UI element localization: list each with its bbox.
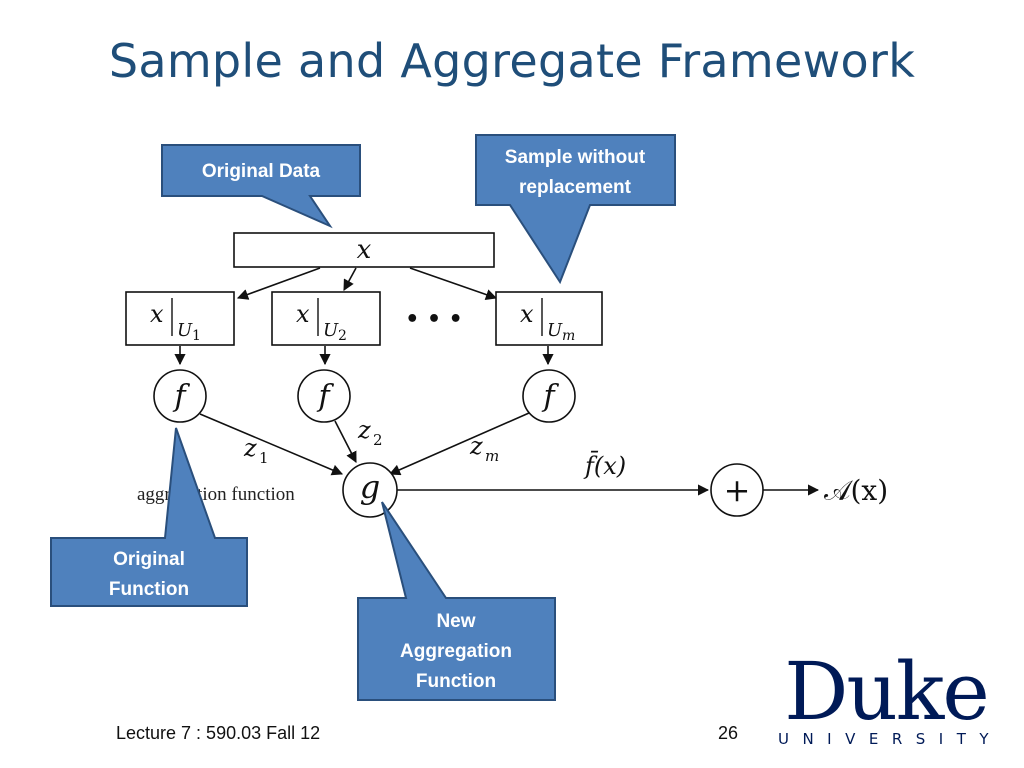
duke-university-logo: Duke UNIVERSITY bbox=[768, 645, 1004, 749]
subset-box-m: x U m bbox=[495, 291, 603, 346]
output-label-zm: z m bbox=[469, 432, 499, 465]
callout-original-function: Original Function bbox=[50, 427, 248, 607]
svg-text:z: z bbox=[357, 416, 371, 444]
svg-text:x: x bbox=[520, 300, 534, 328]
svg-text:Aggregation: Aggregation bbox=[400, 641, 512, 662]
output-label-z2: z 2 bbox=[357, 416, 383, 449]
svg-text:Sample without: Sample without bbox=[505, 147, 646, 168]
svg-text:+: + bbox=[724, 471, 751, 509]
aggregate-output-label: f̄(x) bbox=[583, 451, 626, 480]
slide-title: Sample and Aggregate Framework bbox=[108, 34, 916, 88]
svg-text:Function: Function bbox=[416, 671, 496, 692]
duke-logo-subtitle: UNIVERSITY bbox=[777, 730, 1003, 748]
input-data-box: x bbox=[233, 232, 495, 268]
subset-box-1: x U 1 bbox=[125, 291, 235, 346]
callout-sample-without-replacement: Sample without replacement bbox=[475, 134, 676, 285]
callout-original-data: Original Data bbox=[161, 144, 361, 229]
function-node-m: f bbox=[522, 369, 576, 423]
svg-text:1: 1 bbox=[192, 328, 201, 344]
function-node-2: f bbox=[297, 369, 351, 423]
svg-text:U: U bbox=[177, 320, 193, 341]
svg-text:x: x bbox=[150, 300, 164, 328]
footer-lecture: Lecture 7 : 590.03 Fall 12 bbox=[116, 723, 321, 743]
svg-text:U: U bbox=[547, 320, 563, 341]
svg-text:replacement: replacement bbox=[519, 177, 632, 198]
output-label-z1: z 1 bbox=[243, 434, 269, 467]
aggregation-caption: aggregation function bbox=[137, 484, 295, 505]
svg-text:x: x bbox=[296, 300, 310, 328]
function-node-1: f bbox=[153, 369, 207, 423]
svg-text:1: 1 bbox=[259, 449, 269, 467]
svg-text:2: 2 bbox=[338, 328, 347, 344]
input-arrows bbox=[236, 267, 498, 300]
ellipsis: • • • bbox=[405, 307, 463, 332]
callout-new-aggregation-function: New Aggregation Function bbox=[357, 501, 556, 701]
svg-text:New: New bbox=[436, 611, 475, 632]
aggregator-node: g bbox=[342, 462, 398, 518]
svg-text:2: 2 bbox=[373, 431, 383, 449]
svg-text:z: z bbox=[243, 434, 257, 462]
svg-text:Original Data: Original Data bbox=[202, 161, 321, 182]
subset-to-f-arrows bbox=[174, 346, 554, 366]
svg-text:Original: Original bbox=[113, 549, 185, 570]
svg-text:Function: Function bbox=[109, 579, 189, 600]
svg-text:m: m bbox=[562, 328, 575, 344]
svg-text:U: U bbox=[323, 320, 339, 341]
svg-text:g: g bbox=[360, 468, 380, 506]
duke-logo-word: Duke bbox=[784, 645, 989, 738]
svg-text:z: z bbox=[469, 432, 483, 460]
subset-box-2: x U 2 bbox=[271, 291, 381, 346]
input-label: x bbox=[357, 235, 372, 265]
svg-text:m: m bbox=[485, 447, 499, 465]
page-number: 26 bbox=[718, 723, 739, 743]
final-output-label: 𝒜(x) bbox=[824, 474, 888, 507]
f-to-g-arrows bbox=[199, 412, 530, 476]
noise-plus-node: + bbox=[710, 463, 764, 517]
